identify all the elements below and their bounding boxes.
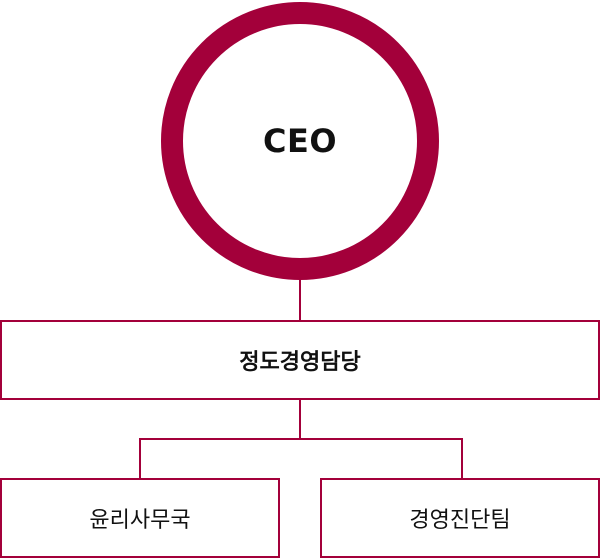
connector-horizontal: [139, 438, 463, 440]
management-audit-team-node: 경영진단팀: [320, 478, 600, 558]
connector-ceo-to-middle: [299, 280, 301, 320]
management-audit-team-label: 경영진단팀: [409, 508, 511, 533]
ethics-office-label: 윤리사무국: [89, 508, 191, 533]
connector-to-left-child: [139, 438, 141, 478]
ceo-node: CEO: [161, 2, 439, 280]
ceo-label: CEO: [262, 122, 338, 160]
ethics-management-label: 정도경영담당: [239, 350, 361, 375]
ethics-management-node: 정도경영담당: [0, 320, 600, 400]
connector-to-right-child: [461, 438, 463, 478]
ethics-office-node: 윤리사무국: [0, 478, 280, 558]
connector-middle-down: [299, 400, 301, 440]
